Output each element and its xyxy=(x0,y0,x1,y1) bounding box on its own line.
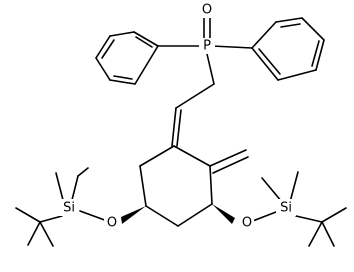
left-silicon-label: Si xyxy=(63,201,75,216)
phosphorus-label: P xyxy=(203,39,211,54)
right-phenyl-ring xyxy=(251,17,325,81)
left-wedge-bond xyxy=(121,206,146,224)
left-phenyl-ring xyxy=(95,31,159,85)
right-wedge-bond xyxy=(212,204,235,224)
cyclohexane-ring xyxy=(139,145,213,227)
methylene-group xyxy=(209,149,249,174)
right-silicon-label: Si xyxy=(280,201,292,216)
phosphine-oxide-group xyxy=(157,17,253,85)
vinyl-linker xyxy=(171,83,215,147)
right-silyl-group xyxy=(249,171,347,247)
phosphoryl-oxygen-label: O xyxy=(202,3,212,18)
left-ether-oxygen-label: O xyxy=(107,216,117,231)
right-ether-oxygen-label: O xyxy=(242,216,252,231)
